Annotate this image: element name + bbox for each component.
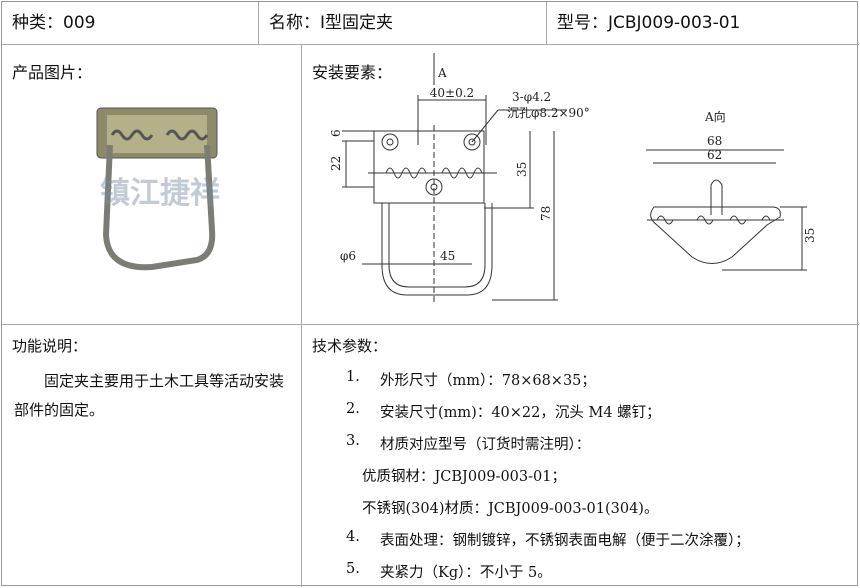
function-text: 固定夹主要用于土木工具等活动安装部件的固定。 xyxy=(14,372,285,419)
spec-item: 表面处理：钢制镀锌，不锈钢表面电解（便于二次涂覆）； xyxy=(380,533,750,549)
dim-countersink: 沉孔φ8.2×90° xyxy=(507,106,590,120)
dim-h35: 35 xyxy=(803,228,817,243)
dim-35: 35 xyxy=(515,162,529,177)
spec-num: 5. xyxy=(346,561,360,577)
specs-cell: 技术参数： xyxy=(302,325,859,587)
spec-num: 4. xyxy=(346,529,360,545)
specs-label: 技术参数： xyxy=(312,337,388,355)
dim-68: 68 xyxy=(707,134,722,148)
product-photo: 镇江捷祥 xyxy=(96,107,220,271)
model-cell: 型号：JCBJ009-003-01 xyxy=(547,2,859,45)
watermark: 镇江捷祥 xyxy=(100,176,220,211)
spec-num: 3. xyxy=(346,433,360,449)
dim-62: 62 xyxy=(707,148,722,162)
photo-cell: 产品图片： 镇江捷祥 xyxy=(2,45,302,325)
dim-22: 22 xyxy=(329,156,343,171)
dim-45: 45 xyxy=(440,249,455,263)
dim-holes: 3-φ4.2 xyxy=(512,90,551,104)
dim-phi6: φ6 xyxy=(340,249,356,263)
view-arrow-label: A xyxy=(437,66,447,80)
spec-num: 1. xyxy=(346,369,360,385)
spec-item: 安装尺寸(mm)：40×22，沉头 M4 螺钉； xyxy=(380,405,661,421)
function-cell: 功能说明： 固定夹主要用于土木工具等活动安装部件的固定。 xyxy=(2,325,302,587)
install-cell: 安装要素： A 40±0.2 3-φ4.2 沉孔φ8.2×90° 6 22 35… xyxy=(302,45,859,325)
name-cell: 名称：Ⅰ型固定夹 xyxy=(259,2,547,45)
spec-item: 材质对应型号（订货时需注明）： xyxy=(380,437,591,453)
dim-hole-spacing: 40±0.2 xyxy=(430,86,474,100)
function-label: 功能说明： xyxy=(12,337,88,355)
photo-label: 产品图片： xyxy=(12,63,93,82)
spec-num: 2. xyxy=(346,401,360,417)
view-a-label: A向 xyxy=(704,109,726,124)
install-label: 安装要素： xyxy=(312,63,393,82)
spec-item: 外形尺寸（mm）：78×68×35； xyxy=(380,373,596,389)
dim-78: 78 xyxy=(539,206,553,221)
spec-item: 优质钢材：JCBJ009-003-01； xyxy=(362,469,566,485)
technical-drawing: A 40±0.2 3-φ4.2 沉孔φ8.2×90° 6 22 35 78 φ6… xyxy=(329,53,817,305)
dim-6: 6 xyxy=(329,129,343,137)
spec-item: 不锈钢(304)材质：JCBJ009-003-01(304)。 xyxy=(362,501,659,517)
spec-item: 夹紧力（Kg）：不小于 5。 xyxy=(380,565,552,581)
category-cell: 种类：009 xyxy=(2,2,259,45)
